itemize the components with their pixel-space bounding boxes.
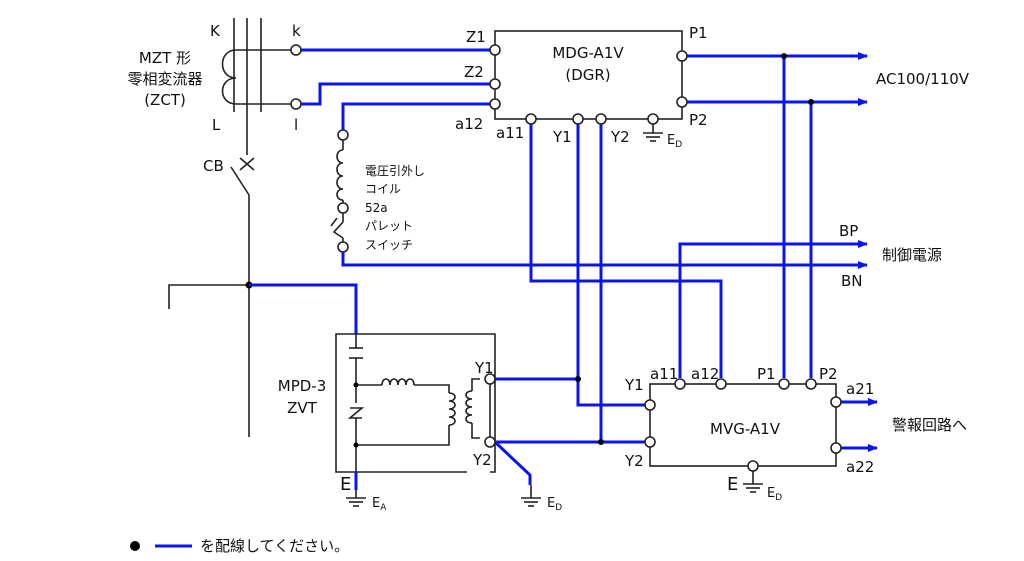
dgr-label-Y1: Y1	[552, 128, 572, 146]
junction-p2	[808, 99, 814, 105]
dgr-box	[494, 30, 683, 120]
junction-y1	[575, 376, 581, 382]
zvt-terminal-Y1[interactable]	[484, 373, 496, 385]
mvg-label-a11: a11	[650, 365, 678, 383]
zvt-node-2	[353, 442, 359, 448]
zct-label-k: k	[292, 22, 301, 40]
ground-ed-zvt-label: ED	[547, 496, 562, 513]
mvg-terminal-a12[interactable]	[715, 378, 727, 390]
trip-coil-label-2: コイル	[365, 182, 401, 196]
zct-title-3: (ZCT)	[144, 91, 186, 109]
control-power-label: 制御電源	[882, 246, 942, 264]
bn-label: BN	[841, 272, 863, 290]
dgr-terminal-E[interactable]	[647, 113, 659, 125]
dgr-terminal-Z1[interactable]	[489, 44, 501, 56]
ground-ea-icon	[346, 490, 366, 507]
zct-label-K: K	[210, 22, 221, 40]
dgr-terminal-P1[interactable]	[676, 50, 688, 62]
zct-label-l: l	[294, 116, 298, 134]
mvg-label-Y2: Y2	[624, 452, 644, 470]
mvg-label-P1: P1	[757, 365, 776, 383]
dgr-terminal-a12[interactable]	[489, 98, 501, 110]
zct-terminal-k[interactable]	[290, 44, 302, 56]
mvg-terminal-P1[interactable]	[778, 378, 790, 390]
mvg-terminal-a11[interactable]	[674, 378, 686, 390]
zvt-label-Y1: Y1	[474, 359, 494, 377]
zct-title-1: MZT 形	[139, 49, 191, 67]
dgr-label-P2: P2	[689, 111, 708, 129]
trip-coil-terminal-mid[interactable]	[337, 202, 349, 214]
zvt-name-1: MPD-3	[278, 377, 327, 395]
zvt-label-E: E	[340, 474, 351, 495]
trip-coil-label-3: 52a	[365, 201, 388, 215]
ground-ea-label: EA	[372, 496, 387, 513]
blue-wiring	[249, 48, 878, 490]
mvg-terminal-Y1[interactable]	[644, 399, 656, 411]
dgr-terminal-Y1[interactable]	[572, 113, 584, 125]
mvg-ground-label: ED	[767, 486, 782, 503]
mvg-terminal-P2[interactable]	[805, 378, 817, 390]
mvg-label-a21: a21	[846, 380, 874, 398]
zct-label-L: L	[212, 116, 221, 134]
mvg-terminal-a21[interactable]	[830, 396, 842, 408]
dgr-label-a11: a11	[496, 124, 524, 142]
zvt-label-Y2: Y2	[472, 451, 492, 469]
trip-coil-label-1: 電圧引外し	[365, 164, 425, 178]
mvg-box	[649, 383, 837, 467]
bp-label: BP	[839, 222, 858, 240]
trip-coil	[330, 140, 344, 242]
dgr-label-a12: a12	[455, 115, 483, 133]
zct-title-2: 零相変流器	[127, 70, 202, 88]
junction-p1	[781, 53, 787, 59]
trip-coil-label-5: スイッチ	[365, 238, 413, 252]
ground-ed-zvt-icon	[521, 485, 541, 507]
dgr-label-Z1: Z1	[466, 28, 486, 46]
zvt-terminal-Y2[interactable]	[484, 436, 496, 448]
dgr-sub: (DGR)	[565, 66, 610, 84]
dgr-label-P1: P1	[689, 24, 708, 42]
ac-supply-label: AC100/110V	[876, 70, 970, 88]
dgr-label-Z2: Z2	[464, 63, 484, 81]
trip-coil-terminal-top[interactable]	[337, 129, 349, 141]
dgr-terminal-a11[interactable]	[525, 113, 537, 125]
mvg-name: MVG-A1V	[710, 420, 781, 438]
zvt-name-2: ZVT	[287, 399, 318, 417]
zvt-node-1	[353, 382, 359, 388]
breaker-contact	[230, 166, 250, 196]
mvg-terminal-a22[interactable]	[830, 442, 842, 454]
legend-bullet-icon	[130, 541, 140, 551]
zct-coil	[221, 49, 296, 105]
trip-coil-label-4: パレット	[365, 219, 413, 233]
dgr-label-Y2: Y2	[610, 128, 630, 146]
dgr-name: MDG-A1V	[552, 44, 624, 62]
mvg-label-E: E	[727, 474, 738, 495]
dgr-terminal-Y2[interactable]	[595, 113, 607, 125]
alarm-label: 警報回路へ	[892, 416, 967, 434]
breaker-x-b	[239, 157, 255, 171]
legend-text: を配線してください。	[200, 537, 349, 555]
zvt-box	[335, 333, 496, 473]
dgr-terminal-Z2[interactable]	[489, 78, 501, 90]
pallet-switch-terminal[interactable]	[337, 241, 349, 253]
mvg-terminal-Y2[interactable]	[644, 436, 656, 448]
mvg-label-P2: P2	[819, 365, 838, 383]
breaker-label: CB	[203, 157, 224, 175]
mvg-label-a22: a22	[846, 458, 874, 476]
dgr-ground-label: ED	[667, 133, 682, 150]
dgr-terminal-P2[interactable]	[676, 96, 688, 108]
mvg-label-Y1: Y1	[624, 376, 644, 394]
main-bus-lines	[168, 18, 262, 437]
mvg-terminal-E[interactable]	[747, 460, 759, 472]
mvg-label-a12: a12	[691, 365, 719, 383]
junction-y2	[598, 439, 604, 445]
zct-terminal-l[interactable]	[290, 98, 302, 110]
